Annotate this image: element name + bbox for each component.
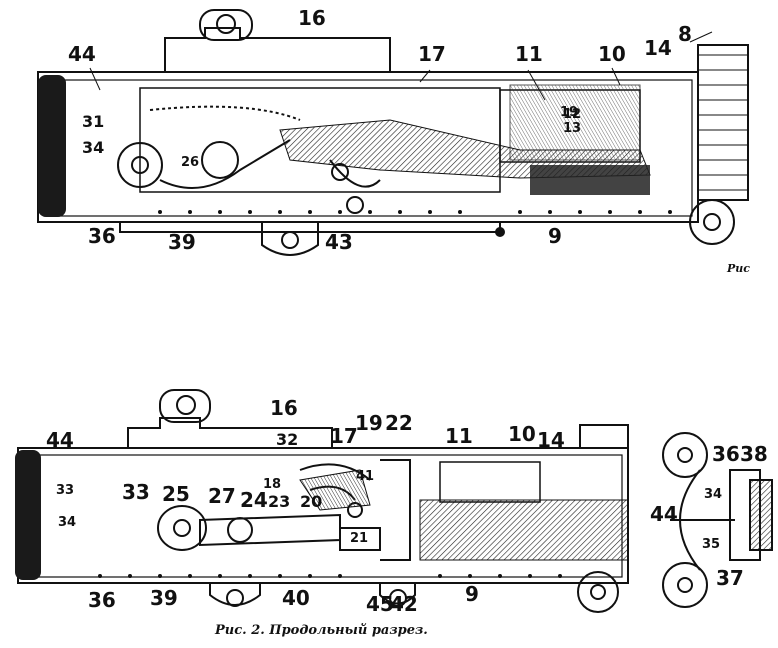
label-top-11: 11 bbox=[515, 42, 543, 66]
label-bot-45: 45 bbox=[366, 592, 394, 616]
label-top-13: 13 bbox=[563, 121, 582, 136]
label-bot-34: 34 bbox=[58, 515, 77, 530]
label-bot-20: 20 bbox=[300, 492, 323, 511]
label-top-26: 26 bbox=[181, 155, 200, 170]
top-mechanism bbox=[117, 105, 381, 214]
label-top-43: 43 bbox=[325, 230, 353, 254]
label-top-19: 19 bbox=[560, 105, 579, 120]
label-bot-22: 22 bbox=[385, 411, 413, 435]
top-leaders bbox=[89, 31, 713, 101]
top-fins bbox=[698, 54, 748, 191]
label-side-38: 38 bbox=[740, 442, 768, 466]
label-side-36: 36 bbox=[712, 442, 740, 466]
label-bot-21: 21 bbox=[350, 531, 369, 546]
label-bot-33a: 33 bbox=[56, 483, 75, 498]
label-bot-9: 9 bbox=[465, 582, 479, 606]
label-bot-24: 24 bbox=[240, 488, 268, 512]
bottom-mechanism bbox=[157, 459, 411, 561]
label-top-14: 14 bbox=[644, 36, 672, 60]
label-bot-36: 36 bbox=[88, 588, 116, 612]
label-top-16: 16 bbox=[298, 6, 326, 30]
top-caption-fragment: Рис bbox=[727, 262, 750, 275]
bottom-barrel bbox=[419, 499, 629, 561]
label-top-17: 17 bbox=[418, 42, 446, 66]
label-top-31: 31 bbox=[82, 112, 105, 131]
label-top-12: 12 bbox=[563, 107, 582, 122]
top-rear-grip bbox=[38, 75, 66, 217]
label-side-37: 37 bbox=[716, 566, 744, 590]
label-top-8: 8 bbox=[678, 22, 692, 46]
bottom-rear-grip bbox=[15, 450, 41, 580]
label-side-34: 34 bbox=[704, 487, 723, 502]
label-top-36: 36 bbox=[88, 224, 116, 248]
label-top-44: 44 bbox=[68, 42, 96, 66]
label-bot-18: 18 bbox=[263, 477, 282, 492]
label-bot-33b: 33 bbox=[122, 480, 150, 504]
label-bot-44: 44 bbox=[46, 428, 74, 452]
label-bot-25: 25 bbox=[162, 482, 190, 506]
side-view bbox=[662, 432, 773, 608]
label-bot-19: 19 bbox=[355, 411, 383, 435]
label-top-39: 39 bbox=[168, 230, 196, 254]
label-bot-27: 27 bbox=[208, 484, 236, 508]
label-bot-40: 40 bbox=[282, 586, 310, 610]
label-bot-10: 10 bbox=[508, 422, 536, 446]
label-side-44: 44 bbox=[650, 502, 678, 526]
label-top-9: 9 bbox=[548, 224, 562, 248]
label-bot-39: 39 bbox=[150, 586, 178, 610]
label-side-35: 35 bbox=[702, 537, 721, 552]
label-bot-11: 11 bbox=[445, 424, 473, 448]
bottom-caption: Рис. 2. Продольный разрез. bbox=[215, 623, 428, 638]
label-bot-42: 42 bbox=[390, 592, 418, 616]
label-bot-14: 14 bbox=[537, 428, 565, 452]
label-bot-23: 23 bbox=[268, 492, 291, 511]
bottom-rivets bbox=[98, 574, 562, 578]
label-bot-17: 17 bbox=[330, 424, 358, 448]
label-top-34: 34 bbox=[82, 138, 105, 157]
label-bot-16: 16 bbox=[270, 396, 298, 420]
top-rivets bbox=[158, 210, 672, 237]
label-top-10: 10 bbox=[598, 42, 626, 66]
label-bot-41: 41 bbox=[356, 469, 375, 484]
label-bot-32: 32 bbox=[276, 430, 299, 449]
